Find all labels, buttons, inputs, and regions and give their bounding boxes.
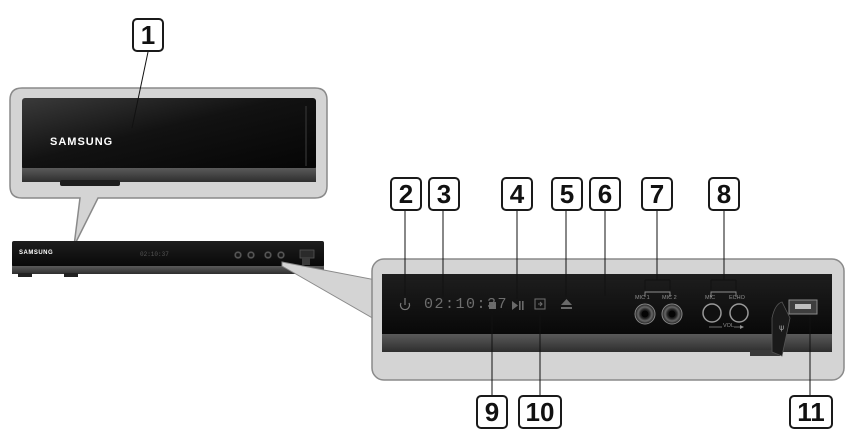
eject-icon [561, 299, 572, 309]
unit-mic-jack-3 [264, 251, 272, 259]
callout-3: 3 [428, 177, 460, 211]
top-zoom-device-face [22, 98, 316, 170]
leader-lines [131, 51, 811, 396]
callout-5: 5 [551, 177, 583, 211]
mic1-label: MIC 1 [635, 295, 650, 301]
callout-2: 2 [390, 177, 422, 211]
vol-label: VOL [723, 323, 735, 329]
mic2-label: MIC 2 [662, 295, 677, 301]
panel-face [382, 274, 832, 336]
callout-6: 6 [589, 177, 621, 211]
unit-mic-jack-4 [277, 251, 285, 259]
echo-label: ECHO [729, 295, 745, 301]
callout-8: 8 [708, 177, 740, 211]
function-button-icon [534, 298, 546, 310]
mic-volume-knob [702, 303, 722, 323]
unit-mic-jack-1 [234, 251, 242, 259]
display-readout: 02:10:37 [424, 296, 509, 313]
unit-brand: SAMSUNG [19, 250, 54, 256]
zoom-wedge [281, 261, 377, 321]
callout-11: 11 [789, 395, 833, 429]
unit-mic-jack-2 [247, 251, 255, 259]
top-zoom-brand: SAMSUNG [50, 136, 114, 148]
callout-10: 10 [518, 395, 562, 429]
callout-1: 1 [132, 18, 164, 52]
main-unit [12, 241, 324, 277]
callout-7: 7 [641, 177, 673, 211]
mic-label: MIC [705, 295, 716, 301]
callout-4: 4 [501, 177, 533, 211]
top-zoom-frame [9, 87, 328, 247]
callout-9: 9 [476, 395, 508, 429]
echo-knob [729, 303, 749, 323]
unit-display-readout: 02:10:37 [140, 251, 169, 258]
power-icon [399, 298, 411, 311]
stop-button-icon [489, 302, 496, 309]
usb-symbol-icon: ψ [779, 323, 784, 332]
panel-zoom-frame: ψ [371, 258, 845, 381]
play-pause-icon [512, 301, 524, 310]
usb-cover-flap [771, 301, 791, 357]
